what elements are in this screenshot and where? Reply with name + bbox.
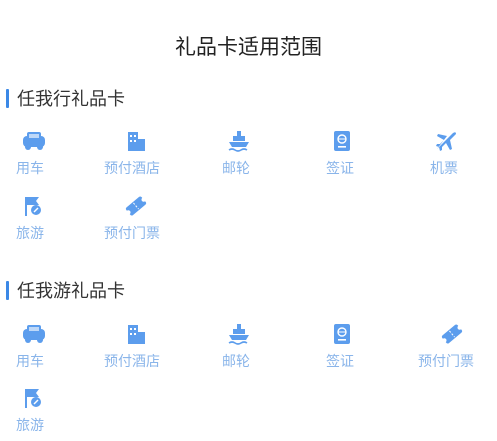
service-label: 预付门票 (418, 354, 474, 370)
car-icon (20, 322, 48, 346)
cruise-icon (225, 322, 253, 346)
service-item-cruise[interactable]: 邮轮 (222, 129, 312, 179)
section-title: 任我行礼品卡 (17, 89, 125, 110)
service-item-cruise[interactable]: 邮轮 (222, 322, 312, 372)
service-label: 签证 (326, 354, 354, 370)
visa-icon (328, 129, 356, 153)
ticket-icon (438, 322, 466, 346)
service-item-car[interactable]: 用车 (16, 322, 106, 372)
visa-icon (328, 322, 356, 346)
service-item-visa[interactable]: 签证 (326, 129, 416, 179)
service-label: 旅游 (16, 418, 44, 434)
service-item-car[interactable]: 用车 (16, 129, 106, 179)
service-item-flight[interactable]: 机票 (430, 129, 497, 179)
plane-icon (432, 129, 460, 153)
car-icon (20, 129, 48, 153)
cruise-icon (225, 129, 253, 153)
section-accent-bar (6, 88, 9, 108)
hotel-icon (122, 322, 150, 346)
service-item-ticket[interactable]: 预付门票 (104, 194, 194, 244)
section-title: 任我游礼品卡 (17, 281, 125, 302)
service-label: 签证 (326, 161, 354, 177)
service-label: 旅游 (16, 226, 44, 242)
service-item-hotel[interactable]: 预付酒店 (104, 129, 194, 179)
service-label: 用车 (16, 354, 44, 370)
service-item-ticket[interactable]: 预付门票 (418, 322, 497, 372)
service-label: 预付门票 (104, 226, 160, 242)
travel-flag-icon (19, 386, 47, 410)
service-item-visa[interactable]: 签证 (326, 322, 416, 372)
service-item-travel[interactable]: 旅游 (16, 194, 106, 244)
page-title: 礼品卡适用范围 (175, 35, 322, 59)
service-label: 预付酒店 (104, 161, 160, 177)
section-accent-bar (6, 280, 9, 300)
hotel-icon (122, 129, 150, 153)
service-label: 用车 (16, 161, 44, 177)
section-header: 任我行礼品卡 (6, 87, 125, 110)
ticket-icon (122, 194, 150, 218)
service-item-travel[interactable]: 旅游 (16, 386, 106, 436)
service-label: 邮轮 (222, 161, 250, 177)
service-label: 预付酒店 (104, 354, 160, 370)
service-label: 机票 (430, 161, 458, 177)
section-header: 任我游礼品卡 (6, 279, 125, 302)
service-item-hotel[interactable]: 预付酒店 (104, 322, 194, 372)
travel-flag-icon (19, 194, 47, 218)
service-label: 邮轮 (222, 354, 250, 370)
